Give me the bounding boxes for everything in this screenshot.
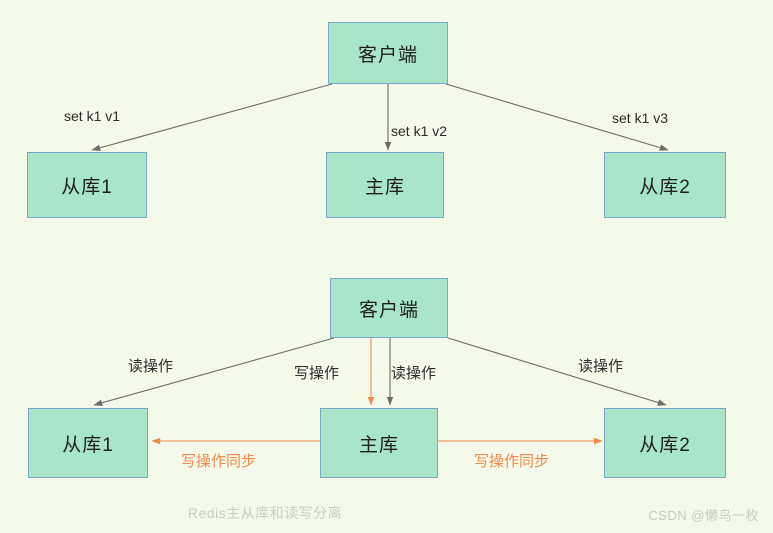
node-top-master[interactable]: 主库 — [326, 152, 444, 218]
edge-label-write-master: 写操作 — [294, 365, 340, 382]
edge-label-sync-right: 写操作同步 — [474, 453, 550, 470]
node-label: 从库1 — [62, 434, 114, 456]
edge-label-read-replica2: 读操作 — [578, 358, 624, 375]
node-top-replica1[interactable]: 从库1 — [27, 152, 147, 218]
node-label: 主库 — [358, 434, 399, 456]
edge-label-set-k1-v1: set k1 v1 — [64, 108, 121, 124]
node-bot-client[interactable]: 客户端 — [330, 278, 448, 338]
node-top-client[interactable]: 客户端 — [328, 22, 448, 84]
edge-label-set-k1-v3: set k1 v3 — [612, 110, 669, 126]
node-top-replica2[interactable]: 从库2 — [604, 152, 726, 218]
node-label: 从库2 — [639, 176, 691, 198]
diagram-caption: Redis主从库和读写分离 — [187, 505, 343, 521]
edge-label-read-replica1: 读操作 — [128, 358, 174, 375]
node-bot-replica2[interactable]: 从库2 — [604, 408, 726, 478]
arrow-bot-client-to-replica2 — [447, 337, 667, 406]
node-label: 客户端 — [357, 44, 418, 66]
node-label: 客户端 — [358, 299, 419, 321]
arrow-top-client-to-replica2 — [445, 83, 669, 151]
edge-label-sync-left: 写操作同步 — [181, 453, 257, 470]
node-label: 从库2 — [639, 434, 691, 456]
node-bot-replica1[interactable]: 从库1 — [28, 408, 148, 478]
arrow-top-client-to-replica1 — [91, 83, 333, 151]
arrow-bot-client-to-replica1 — [93, 337, 335, 406]
csdn-watermark: CSDN @懒鸟一枚 — [648, 508, 759, 523]
node-bot-master[interactable]: 主库 — [320, 408, 438, 478]
node-label: 主库 — [364, 176, 405, 198]
edge-label-read-master: 读操作 — [391, 365, 437, 382]
node-label: 从库1 — [61, 176, 113, 198]
edge-label-set-k1-v2: set k1 v2 — [391, 123, 448, 139]
